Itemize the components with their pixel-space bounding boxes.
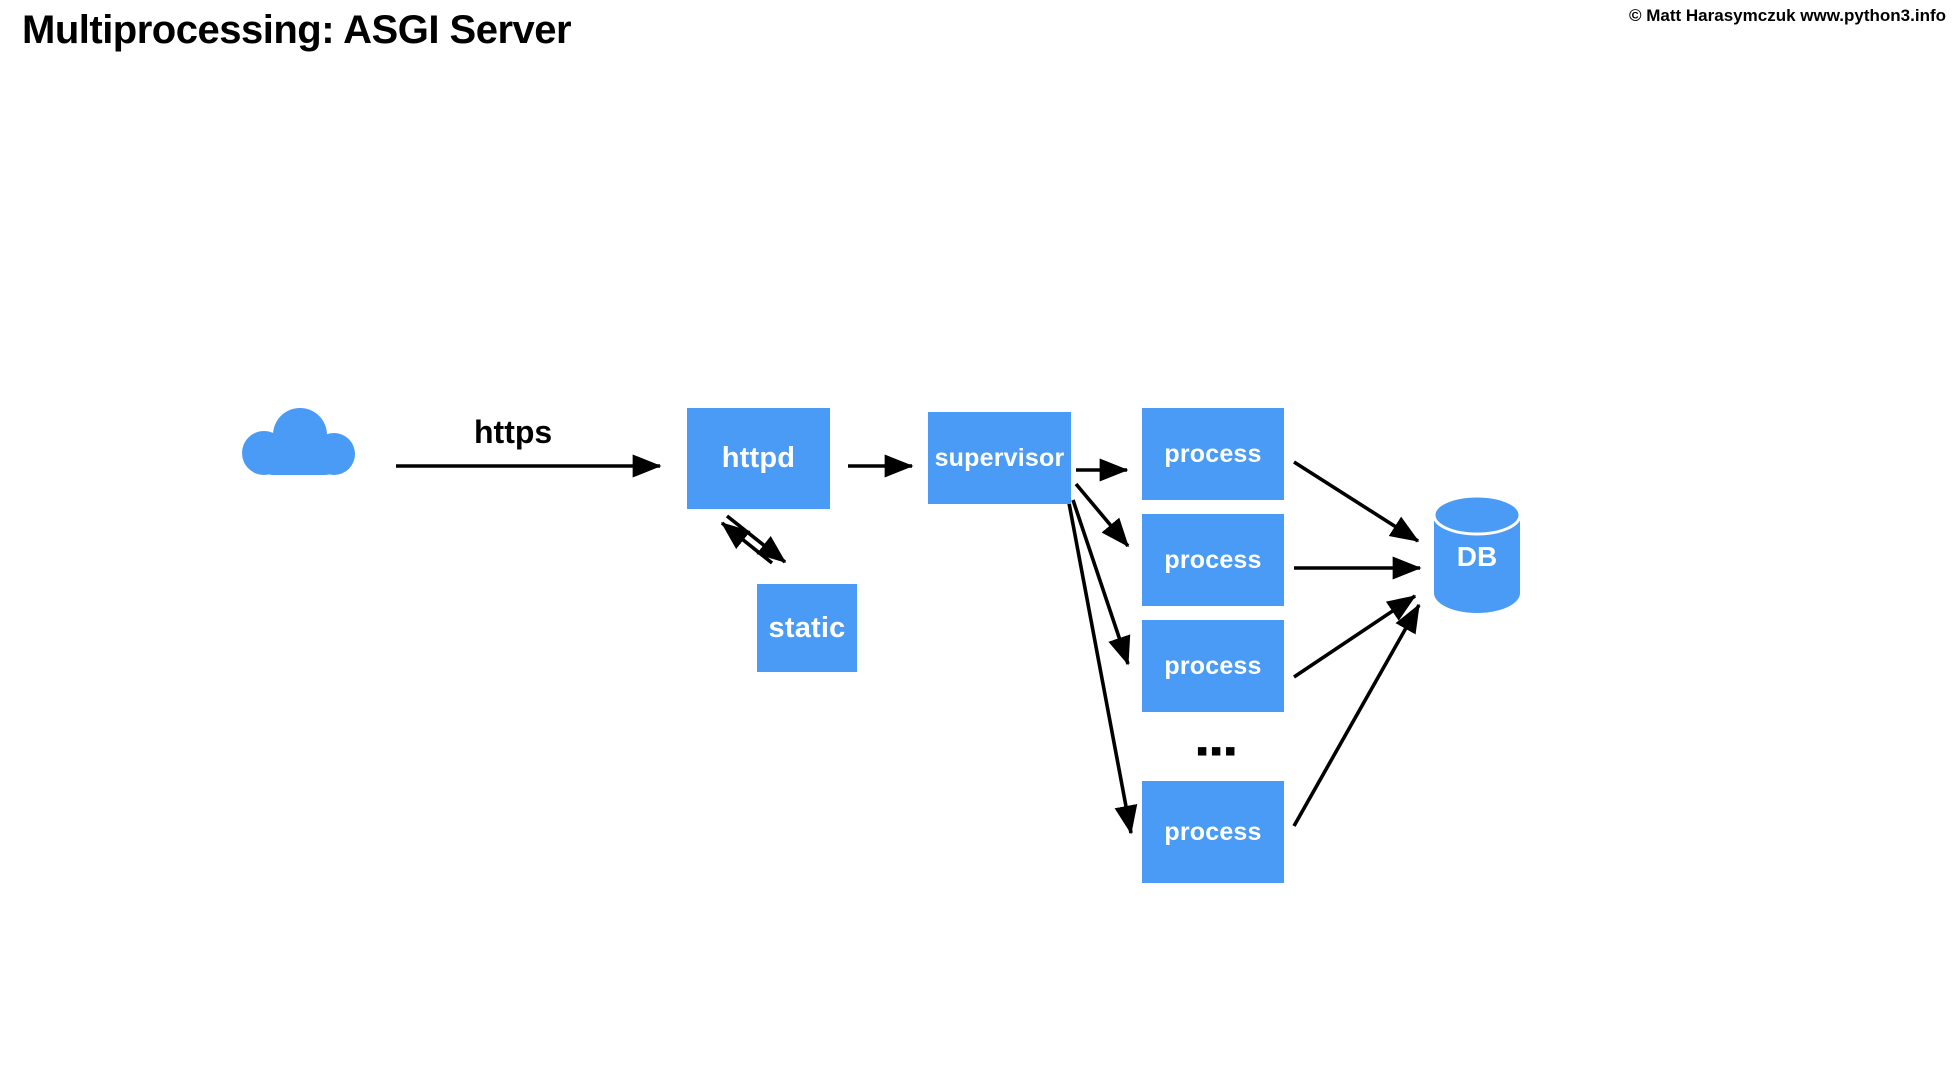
node-httpd[interactable]: httpd xyxy=(687,408,830,509)
node-process-2[interactable]: process xyxy=(1142,514,1284,606)
node-process-3[interactable]: process xyxy=(1142,620,1284,712)
process-ellipsis: ▪▪▪ xyxy=(1196,732,1239,770)
edge-supervisor-to-process-3 xyxy=(1071,499,1131,666)
node-httpd-label: httpd xyxy=(721,442,796,474)
node-process-1[interactable]: process xyxy=(1142,408,1284,500)
node-db[interactable]: DB xyxy=(1432,493,1522,615)
page-title: Multiprocessing: ASGI Server xyxy=(22,8,572,52)
copyright-notice: © Matt Harasymczuk www.python3.info xyxy=(1629,6,1946,25)
cloud-icon xyxy=(242,408,355,475)
node-process-4[interactable]: process xyxy=(1142,781,1284,883)
node-process-3-label: process xyxy=(1164,651,1262,680)
edge-process-3-to-db xyxy=(1292,594,1417,679)
edge-process-4-to-db xyxy=(1292,603,1421,827)
edge-process-1-to-db xyxy=(1293,460,1420,543)
node-db-label: DB xyxy=(1456,541,1498,572)
database-cylinder-icon xyxy=(1432,494,1522,613)
edge-httpd-to-static xyxy=(725,514,787,564)
node-process-4-label: process xyxy=(1164,817,1262,846)
edge-label-https: https xyxy=(474,414,553,450)
node-static[interactable]: static xyxy=(757,584,857,672)
node-supervisor-label: supervisor xyxy=(934,443,1065,472)
edge-static-to-httpd xyxy=(720,521,774,565)
edge-supervisor-to-process-4 xyxy=(1067,502,1138,835)
node-static-label: static xyxy=(768,611,846,644)
edge-supervisor-to-process-2 xyxy=(1074,482,1130,548)
node-supervisor[interactable]: supervisor xyxy=(928,412,1071,504)
node-process-2-label: process xyxy=(1164,545,1262,574)
node-process-1-label: process xyxy=(1164,439,1262,468)
